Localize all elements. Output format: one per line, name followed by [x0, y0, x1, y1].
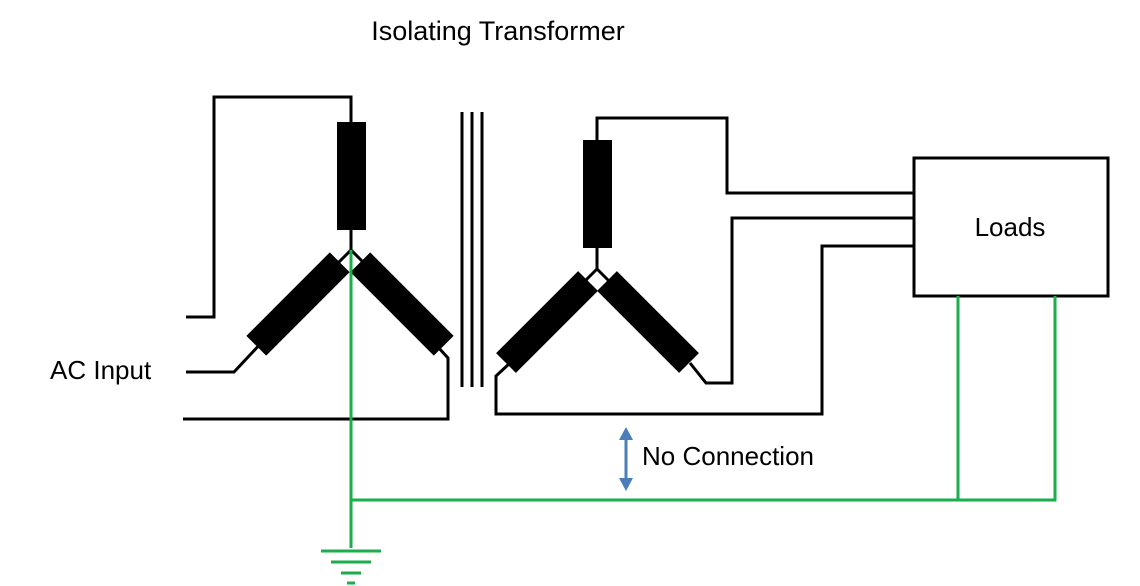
secondary-windings: [496, 140, 699, 373]
primary-winding-left: [246, 252, 350, 356]
double-arrow-icon: [619, 427, 633, 491]
secondary-wire-bottom: [494, 244, 914, 416]
loads-label: Loads: [975, 212, 1046, 242]
diagram-title: Isolating Transformer: [371, 16, 625, 46]
secondary-winding-top: [583, 140, 612, 248]
secondary-winding-left: [496, 271, 598, 373]
ac-input-label: AC Input: [50, 355, 152, 385]
primary-wire-top: [186, 95, 353, 319]
ground-wire-horizontal: [351, 296, 1057, 502]
no-connection-label: No Connection: [642, 441, 814, 471]
loads-box: [912, 156, 1110, 298]
primary-winding-right: [350, 252, 454, 356]
secondary-wire-top: [595, 116, 914, 195]
ground-wiring: [349, 250, 1057, 548]
primary-wiring: [183, 95, 450, 421]
primary-wire-bottom: [183, 344, 450, 421]
primary-winding-top: [337, 122, 366, 230]
primary-wire-middle: [186, 338, 266, 374]
transformer-core: [460, 112, 484, 387]
secondary-wire-middle: [688, 216, 914, 385]
secondary-winding-right: [597, 271, 699, 373]
ground-symbol-icon: [321, 549, 381, 585]
secondary-wiring: [494, 116, 914, 416]
primary-windings: [246, 122, 454, 356]
